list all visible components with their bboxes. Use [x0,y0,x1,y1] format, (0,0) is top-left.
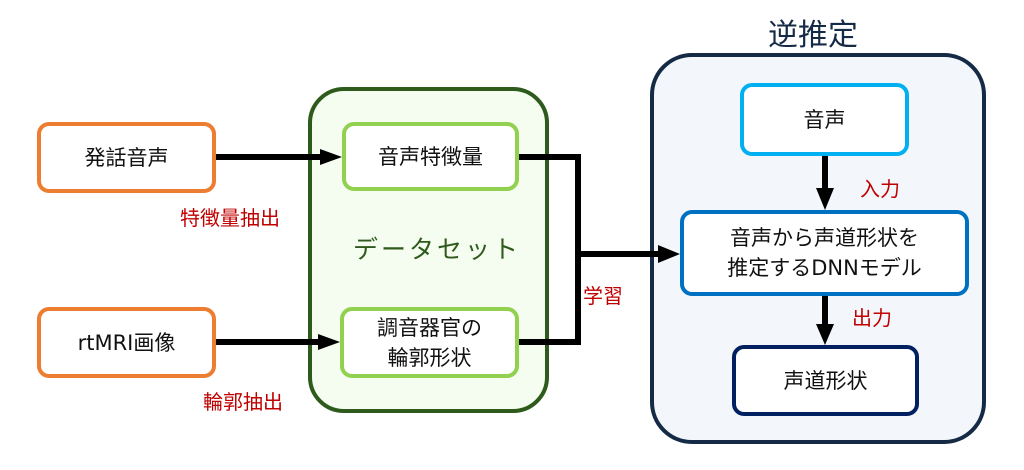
acoustic-features-label: 音声特徴量 [378,144,483,169]
articulator-contour-box: 調音器官の 輪郭形状 [340,307,519,378]
speech-input-box: 発話音声 [37,122,216,193]
rtmri-input-box: rtMRI画像 [37,307,216,378]
rtmri-input-label: rtMRI画像 [77,330,176,355]
connector-features-to-training [519,154,581,254]
speech-label: 音声 [803,107,846,132]
training-label: 学習 [583,284,623,308]
feature-extraction-label: 特徴量抽出 [180,206,280,230]
speech-box: 音声 [740,83,909,156]
speech-input-label: 発話音声 [84,145,169,170]
acoustic-features-box: 音声特徴量 [342,122,519,191]
arrowhead-speech-down [816,188,834,210]
dataset-title: データセット [353,235,522,264]
arrowhead-contour [318,334,340,350]
input-label: 入力 [860,177,900,201]
dnn-model-label-line2: 推定するDNNモデル [727,256,922,280]
dnn-model-label-line1: 音声から声道形状を [730,226,919,250]
vocal-tract-shape-box: 声道形状 [732,345,919,416]
arrowhead-model-input [658,245,680,263]
output-label: 出力 [852,306,892,330]
connector-contour-to-training [519,254,581,345]
articulator-contour-label-line2: 輪郭形状 [387,345,472,370]
vocal-tract-shape-label: 声道形状 [783,368,868,393]
inversion-title: 逆推定 [768,18,858,53]
arrowhead-features [320,149,342,165]
contour-extraction-label: 輪郭抽出 [203,390,283,414]
dnn-model-box: 音声から声道形状を 推定するDNNモデル [680,210,969,296]
articulator-contour-label-line1: 調音器官の [377,315,482,340]
arrowhead-shape-down [816,324,834,345]
